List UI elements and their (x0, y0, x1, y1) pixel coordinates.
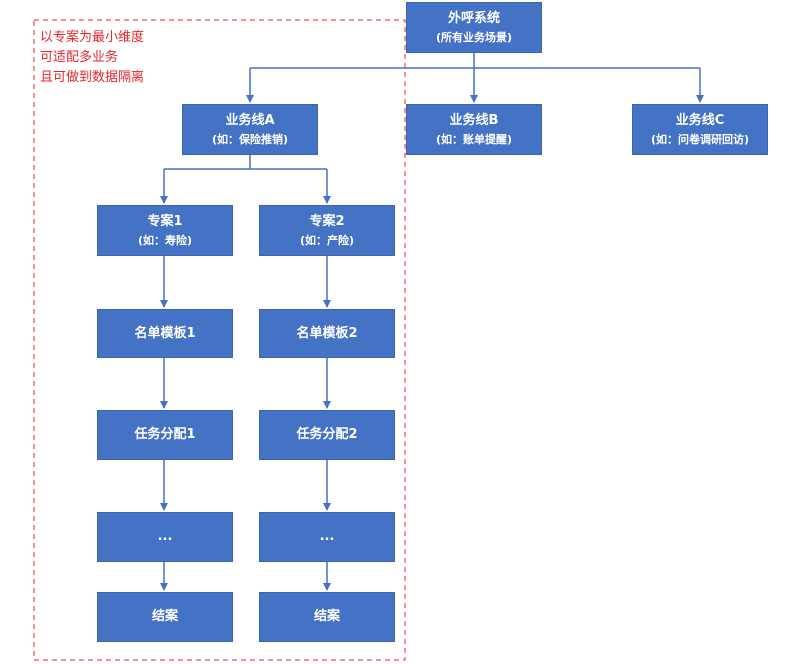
node-template1-title: 名单模板1 (134, 325, 196, 341)
node-case2[interactable]: 专案2 (如：产险) (259, 205, 395, 256)
node-case1-title: 专案1 (147, 213, 183, 229)
node-line-a[interactable]: 业务线A (如：保险推销) (182, 104, 318, 155)
node-root[interactable]: 外呼系统 (所有业务场景) (406, 2, 542, 53)
connector-line-a-to-cases (164, 155, 327, 170)
node-case1[interactable]: 专案1 (如：寿险) (97, 205, 233, 256)
scope-note-line-3: 且可做到数据隔离 (40, 70, 145, 85)
node-case1-subtitle: (如：寿险) (137, 233, 193, 247)
node-line-b-title: 业务线B (449, 112, 499, 128)
node-template1[interactable]: 名单模板1 (97, 309, 233, 358)
node-line-a-title: 业务线A (225, 112, 275, 128)
node-template2[interactable]: 名单模板2 (259, 309, 395, 358)
node-close2-title: 结案 (313, 609, 340, 624)
node-line-b[interactable]: 业务线B (如：账单提醒) (406, 104, 542, 155)
node-close1[interactable]: 结案 (97, 592, 233, 642)
node-task1[interactable]: 任务分配1 (97, 410, 233, 460)
node-task2-title: 任务分配2 (296, 427, 358, 442)
node-case2-subtitle: (如：产险) (299, 233, 355, 247)
scope-note: 以专案为最小维度 可适配多业务 且可做到数据隔离 (40, 28, 144, 88)
node-case2-title: 专案2 (309, 213, 345, 229)
node-line-c-title: 业务线C (675, 112, 725, 128)
node-line-c[interactable]: 业务线C (如：问卷调研回访) (632, 104, 768, 155)
node-ellipsis1[interactable]: ... (97, 512, 233, 562)
dashed-scope-border (33, 19, 406, 661)
node-task1-title: 任务分配1 (134, 427, 196, 442)
node-task2[interactable]: 任务分配2 (259, 410, 395, 460)
node-line-c-subtitle: (如：问卷调研回访) (650, 132, 750, 146)
node-root-title: 外呼系统 (447, 10, 500, 26)
node-line-b-subtitle: (如：账单提醒) (435, 132, 513, 146)
node-ellipsis2-title: ... (319, 529, 335, 544)
node-root-subtitle: (所有业务场景) (435, 30, 513, 44)
connector-root-to-lines (250, 53, 700, 69)
node-ellipsis2[interactable]: ... (259, 512, 395, 562)
node-close2[interactable]: 结案 (259, 592, 395, 642)
node-template2-title: 名单模板2 (296, 325, 358, 341)
node-close1-title: 结案 (151, 609, 178, 624)
scope-note-line-1: 以专案为最小维度 (40, 30, 145, 45)
scope-note-line-2: 可适配多业务 (40, 50, 119, 65)
node-line-a-subtitle: (如：保险推销) (211, 132, 289, 146)
node-ellipsis1-title: ... (157, 529, 173, 544)
